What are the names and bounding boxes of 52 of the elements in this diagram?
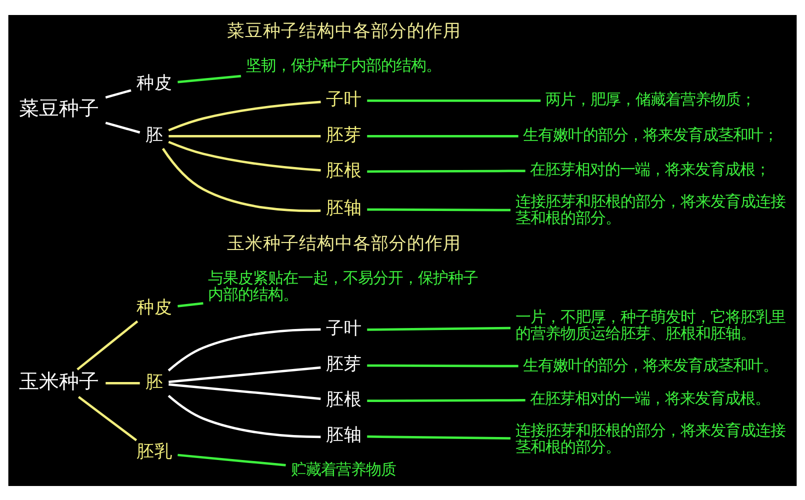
connector — [367, 326, 511, 330]
node-text: 两片，肥厚，储藏着营养物质； — [546, 90, 756, 108]
connector — [105, 88, 132, 98]
connector — [367, 99, 541, 102]
connector — [367, 434, 511, 439]
connector — [367, 169, 526, 172]
node-text: 胚根 — [326, 390, 362, 410]
node-text: 种皮 — [136, 297, 172, 318]
connector — [168, 134, 321, 137]
node-text: 胚乳 — [136, 442, 172, 462]
connector — [367, 398, 526, 402]
node-text: 胚 — [145, 372, 164, 392]
connector — [168, 100, 321, 131]
connector — [105, 121, 140, 134]
connector — [106, 381, 140, 384]
node-text: 连接胚芽和胚根的部分，将来发育成连接茎和根的部分。 — [515, 192, 786, 226]
node-text: 子叶 — [326, 89, 362, 110]
label: 玉米种子结构中各部分的作用 — [226, 234, 461, 254]
node-text: 胚芽 — [326, 124, 362, 145]
connector — [367, 364, 518, 367]
node-text: 生有嫩叶的部分，将来发育成茎和叶。 — [523, 356, 778, 374]
label: 菜豆种子结构中各部分的作用 — [226, 20, 461, 41]
node-text: 菜豆种子 — [19, 95, 100, 120]
node-text: 种皮 — [136, 72, 172, 93]
node-text: 贮藏着营养物质 — [290, 460, 396, 478]
connector — [367, 208, 510, 211]
connector — [367, 134, 518, 137]
node-text: 在胚芽相对的一端，将来发育成根。 — [530, 389, 770, 408]
connector — [168, 382, 321, 400]
node-text: 子叶 — [326, 318, 362, 339]
connector — [168, 394, 321, 438]
node-text: 胚轴 — [326, 198, 362, 218]
node-text: 连接胚芽和胚根的部分，将来发育成连接茎和根的部分。 — [515, 421, 786, 456]
connector — [162, 147, 321, 212]
node-text: 在胚芽相对的一端，将来发育成根； — [530, 160, 770, 178]
node-text: 胚芽 — [326, 354, 362, 374]
node-text: 生有嫩叶的部分，将来发育成茎和叶； — [523, 126, 778, 144]
node-text: 胚 — [145, 124, 164, 145]
connector — [78, 396, 138, 441]
connector — [168, 366, 321, 383]
node-text: 与果皮紧贴在一起，不易分开，保护种子内部的结构。 — [208, 268, 478, 304]
connector — [168, 140, 321, 172]
node-text: 胚轴 — [326, 424, 362, 445]
connector — [178, 302, 204, 307]
connector — [178, 74, 242, 83]
node-text: 玉米种子 — [19, 368, 100, 393]
node-text: 一片，不肥厚，种子萌发时，它将胚乳里的营养物质运给胚芽、胚根和胚轴。 — [515, 308, 786, 342]
node-text: 胚根 — [326, 160, 362, 180]
connector — [178, 453, 286, 466]
node-text: 坚韧，保护种子内部的结构。 — [246, 56, 441, 74]
connector — [168, 328, 321, 371]
connector — [76, 320, 138, 370]
